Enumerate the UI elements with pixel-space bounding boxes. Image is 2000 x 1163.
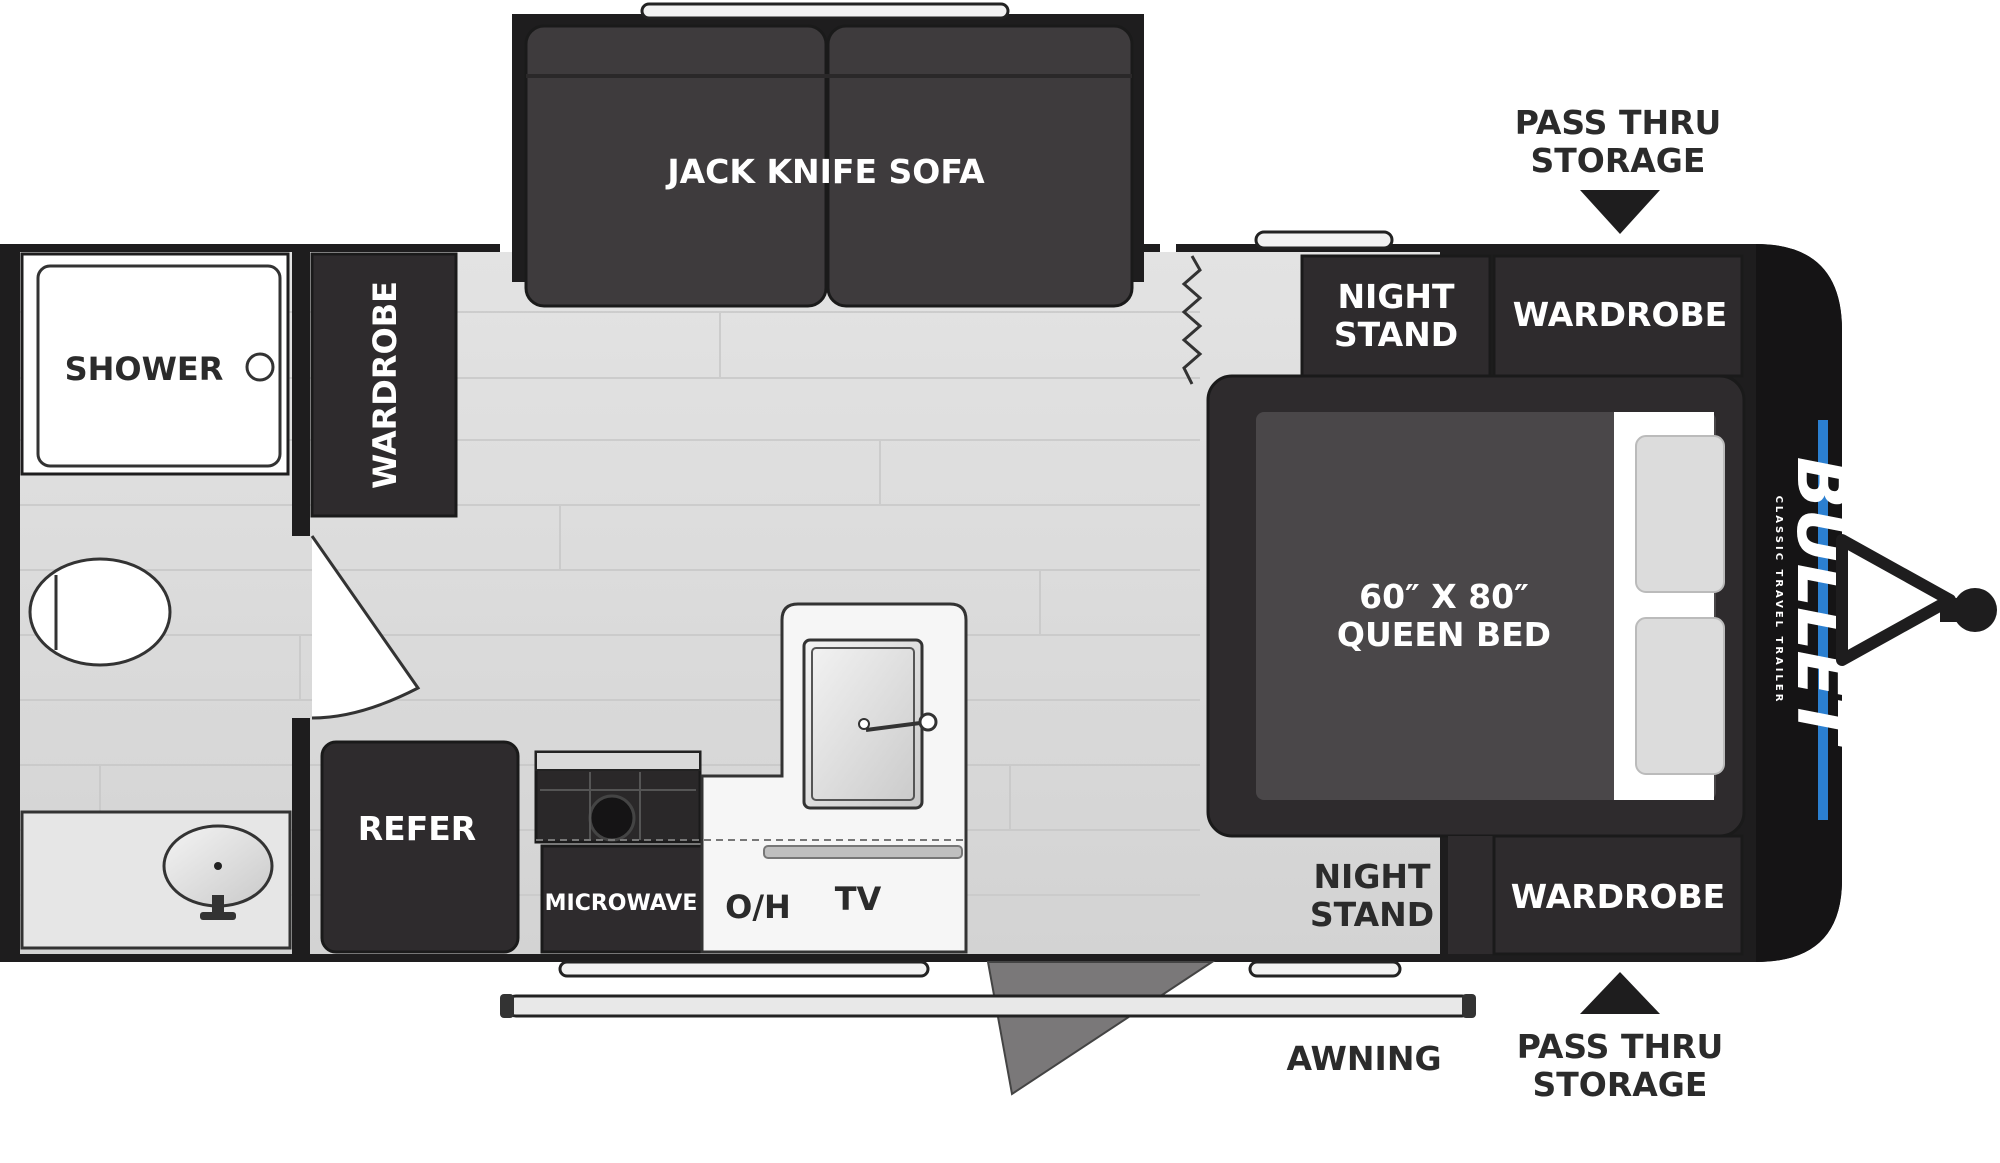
nightstand-bottom-post <box>1448 836 1494 954</box>
bed-type-label: QUEEN BED <box>1337 615 1551 654</box>
slideout: JACK KNIFE SOFA <box>512 2 1144 308</box>
bathroom-door-swing[interactable] <box>310 535 421 720</box>
window-top <box>1254 230 1394 250</box>
wardrobe-bottom-label: WARDROBE <box>1511 877 1725 916</box>
brand-logo-text: BULLET <box>1781 457 1860 748</box>
bathroom: SHOWER <box>20 252 421 954</box>
bathroom-wall-lower <box>292 718 310 954</box>
window-bottom-left <box>558 960 930 978</box>
wardrobe-bath-label: WARDROBE <box>366 281 404 489</box>
brand-tagline: CLASSIC TRAVEL TRAILER <box>1773 496 1784 705</box>
shower-label: SHOWER <box>65 350 224 388</box>
awning-label: AWNING <box>1286 1039 1441 1078</box>
sofa-cushion-right[interactable] <box>826 24 1134 308</box>
microwave[interactable] <box>540 844 704 954</box>
nightstand-top[interactable] <box>1300 254 1492 378</box>
arrow-down-icon <box>1580 190 1660 234</box>
pillow-bottom[interactable] <box>1635 617 1725 775</box>
bathroom-wall <box>292 252 310 536</box>
wardrobe-bath[interactable] <box>310 252 458 518</box>
slideout-rail <box>640 2 1010 20</box>
sofa-label: JACK KNIFE SOFA <box>665 152 985 191</box>
awning-rail <box>504 994 1474 1018</box>
burner-icon <box>588 794 636 842</box>
tv-icon <box>763 845 963 859</box>
sofa-cushion-left[interactable] <box>524 24 828 308</box>
accordion-divider <box>1181 255 1203 385</box>
mattress[interactable] <box>1256 412 1716 800</box>
hitch <box>1836 534 1997 666</box>
stove[interactable] <box>534 750 702 844</box>
wardrobe-top-label: WARDROBE <box>1513 295 1727 334</box>
bed-size-label: 60″ X 80″ <box>1359 577 1529 616</box>
nightstand-bottom-line1: NIGHT <box>1313 857 1431 896</box>
pillow-top[interactable] <box>1635 435 1725 593</box>
pass-thru-bottom-line2: STORAGE <box>1533 1065 1708 1104</box>
entry-door-swing[interactable] <box>986 961 1216 1096</box>
refrigerator[interactable] <box>320 740 520 954</box>
brand-accent-stripe <box>1818 420 1828 820</box>
nightstand-top-line2: STAND <box>1334 315 1458 354</box>
pass-thru-bottom-line1: PASS THRU <box>1517 1027 1724 1066</box>
toilet-icon[interactable] <box>28 557 172 667</box>
arrow-up-icon <box>1580 972 1660 1014</box>
microwave-label: MICROWAVE <box>545 891 698 916</box>
refer-label: REFER <box>358 809 476 848</box>
nightstand-top-line1: NIGHT <box>1337 277 1455 316</box>
pass-thru-top-line1: PASS THRU <box>1515 103 1722 142</box>
window-bottom-right <box>1248 960 1402 978</box>
shower-pan <box>36 264 282 468</box>
oh-label: O/H <box>725 888 791 926</box>
faucet-icon <box>865 720 929 732</box>
tv-label: TV <box>835 880 882 918</box>
shower-drain-icon <box>245 352 275 382</box>
pass-thru-top-line2: STORAGE <box>1531 141 1706 180</box>
nightstand-bottom-line2: STAND <box>1310 895 1434 934</box>
wardrobe-bottom[interactable] <box>1492 834 1744 956</box>
wardrobe-top[interactable] <box>1492 254 1744 378</box>
